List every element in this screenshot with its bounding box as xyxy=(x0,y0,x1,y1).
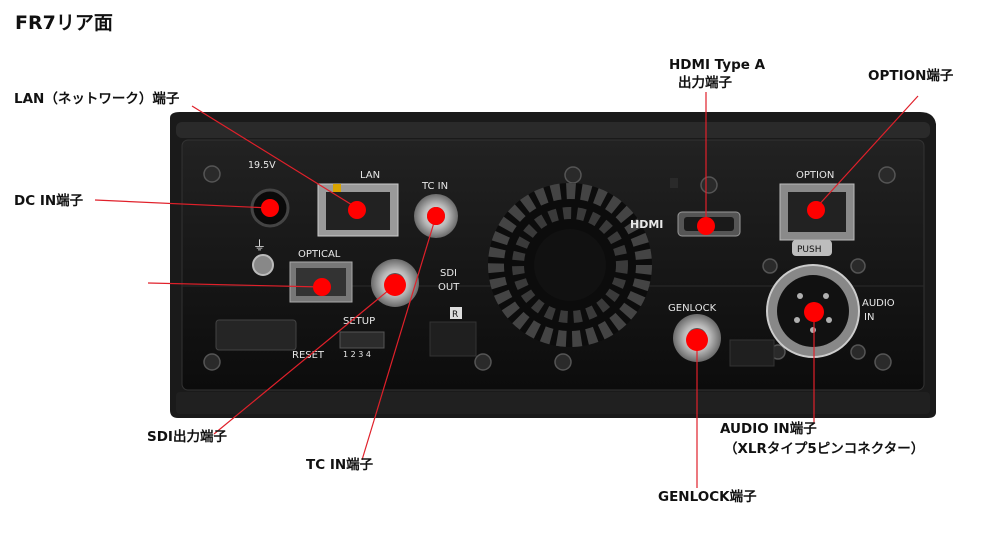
callout-lan: LAN（ネットワーク）端子 xyxy=(14,91,180,107)
push-label: PUSH xyxy=(797,245,822,255)
cooling-fan-grille xyxy=(488,183,652,347)
marker-hdmi xyxy=(697,217,715,235)
callout-audio-in-line2: （XLRタイプ5ピンコネクター） xyxy=(724,441,925,457)
callout-hdmi-line2: 出力端子 xyxy=(678,75,732,91)
page-title: FR7リア面 xyxy=(15,12,113,34)
optical-label: OPTICAL xyxy=(298,249,341,260)
marker-audio-in xyxy=(804,302,824,322)
marker-tc-in xyxy=(427,207,445,225)
callout-sdi-out: SDI出力端子 xyxy=(147,429,227,445)
red-markers xyxy=(261,199,825,351)
audio-label: AUDIO xyxy=(862,298,895,309)
dip-numbers: 1 2 3 4 xyxy=(343,350,371,359)
tc-in-label: TC IN xyxy=(421,181,448,192)
screws xyxy=(203,165,896,371)
lan-label: LAN xyxy=(360,170,380,181)
svg-text:⏚: ⏚ xyxy=(253,239,266,254)
hdmi-logo: HDMI xyxy=(630,218,663,231)
callout-hdmi-line1: HDMI Type A xyxy=(669,57,766,73)
option-label: OPTION xyxy=(796,170,834,181)
out-label: OUT xyxy=(438,282,460,293)
voltage-label: 19.5V xyxy=(248,160,276,171)
callout-option: OPTION端子 xyxy=(868,68,954,84)
callout-dc-in: DC IN端子 xyxy=(14,193,84,209)
marker-sdi-out xyxy=(384,274,406,296)
leader-lines xyxy=(94,92,919,488)
r-mark: R xyxy=(452,310,458,320)
callout-audio-in-line1: AUDIO IN端子 xyxy=(720,421,817,437)
callout-genlock: GENLOCK端子 xyxy=(658,489,757,505)
marker-optical xyxy=(313,278,331,296)
marker-option xyxy=(807,201,825,219)
in-label: IN xyxy=(864,312,874,323)
sdi-label: SDI xyxy=(440,268,457,279)
setup-label: SETUP xyxy=(343,316,375,327)
marker-genlock xyxy=(686,329,708,351)
marker-dc-in xyxy=(261,199,279,217)
callout-tc-in: TC IN端子 xyxy=(306,457,374,473)
genlock-label: GENLOCK xyxy=(668,303,717,314)
marker-lan xyxy=(348,201,366,219)
